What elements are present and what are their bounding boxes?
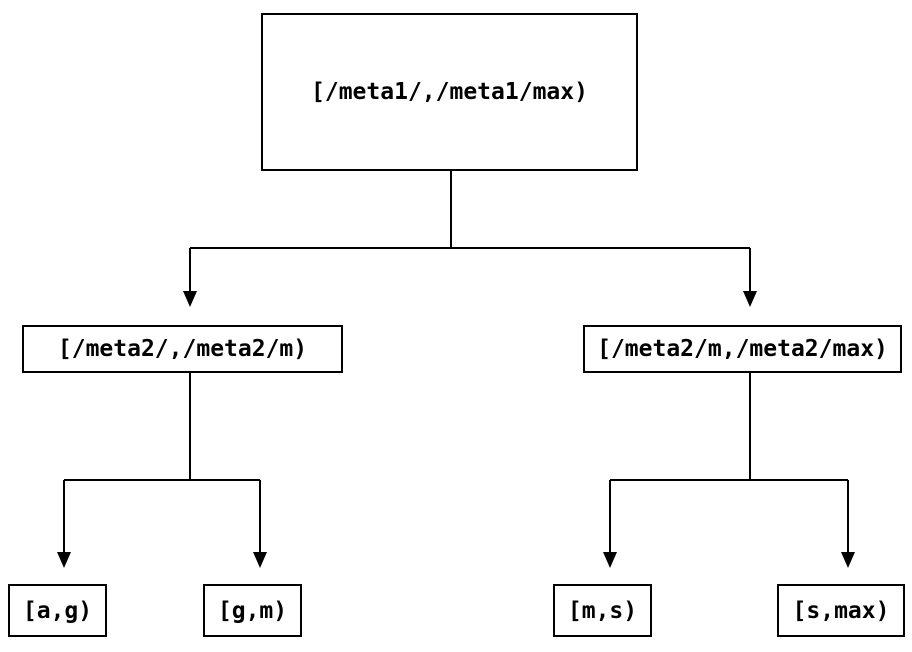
edge-right-child-to-leaf-smax	[841, 480, 855, 568]
arrowhead-left-child	[183, 291, 197, 307]
node-root: [/meta1/,/meta1/max)	[261, 13, 638, 171]
edge-left-child-trunk	[64, 373, 260, 481]
node-right-child: [/meta2/m,/meta2/max)	[583, 325, 902, 373]
edge-root-to-left-child	[183, 248, 197, 307]
arrowhead-leaf-gm	[253, 552, 267, 568]
node-leaf-ms: [m,s)	[553, 584, 652, 637]
node-leaf-gm: [g,m)	[203, 584, 302, 637]
edge-left-child-to-leaf-gm	[253, 480, 267, 568]
edge-right-child-trunk	[610, 373, 848, 481]
arrowhead-leaf-ag	[57, 552, 71, 568]
node-leaf-smax: [s,max)	[777, 584, 905, 637]
arrowhead-right-child	[743, 291, 757, 307]
arrowhead-leaf-ms	[603, 552, 617, 568]
edge-root-trunk	[190, 171, 750, 249]
edge-root-to-right-child	[743, 248, 757, 307]
edge-right-child-to-leaf-ms	[603, 480, 617, 568]
arrowhead-leaf-smax	[841, 552, 855, 568]
node-leaf-ag: [a,g)	[8, 584, 107, 637]
edge-left-child-to-leaf-ag	[57, 480, 71, 568]
node-left-child: [/meta2/,/meta2/m)	[22, 325, 343, 373]
